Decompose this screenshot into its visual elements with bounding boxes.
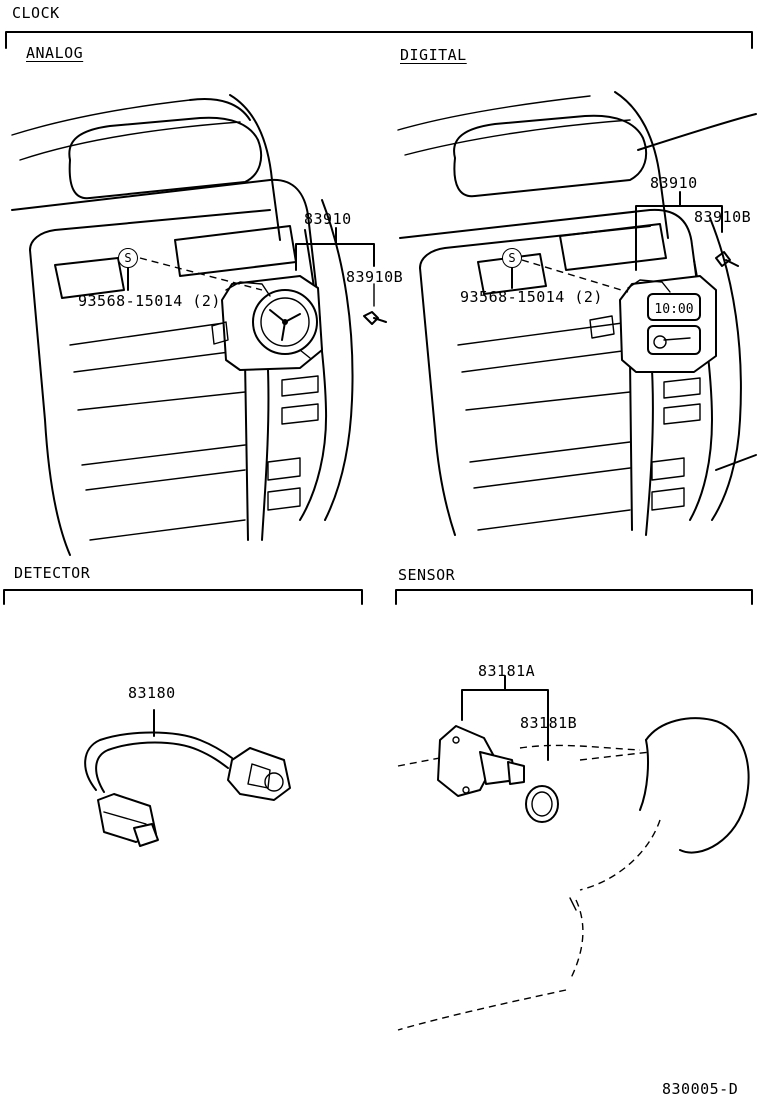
part-label-83181b: 83181B [520,714,578,732]
section-title-clock: CLOCK [12,4,60,22]
digital-leader-lines [511,191,723,293]
section-title-analog: ANALOG [26,44,84,62]
diagram-code: 830005-D [662,1080,739,1098]
part-label-analog-93568: 93568-15014 (2) [78,292,221,310]
detector-part [84,709,291,847]
fastener-symbol-analog: S [118,248,138,268]
fastener-symbol-digital: S [502,248,522,268]
sensor-part [397,675,750,1031]
digital-display-readout: 10:00 [654,302,693,317]
clock-section-bracket [5,31,753,49]
analog-dashboard [11,94,354,556]
section-title-digital: DIGITAL [400,46,467,64]
section-title-sensor: SENSOR [398,566,456,584]
part-label-83181a: 83181A [478,662,536,680]
part-label-digital-83910: 83910 [650,174,698,192]
part-label-digital-93568: 93568-15014 (2) [460,288,603,306]
part-label-analog-83910b: 83910B [346,268,404,286]
part-label-analog-83910: 83910 [304,210,352,228]
sensor-section-bracket [395,589,753,605]
part-label-digital-83910b: 83910B [694,208,752,226]
detector-section-bracket [3,589,363,605]
analog-leader-lines [127,227,375,307]
section-title-detector: DETECTOR [14,564,91,582]
digital-clock-unit: 10:00 [589,251,739,373]
part-label-83180: 83180 [128,684,176,702]
analog-clock-unit [211,275,387,371]
